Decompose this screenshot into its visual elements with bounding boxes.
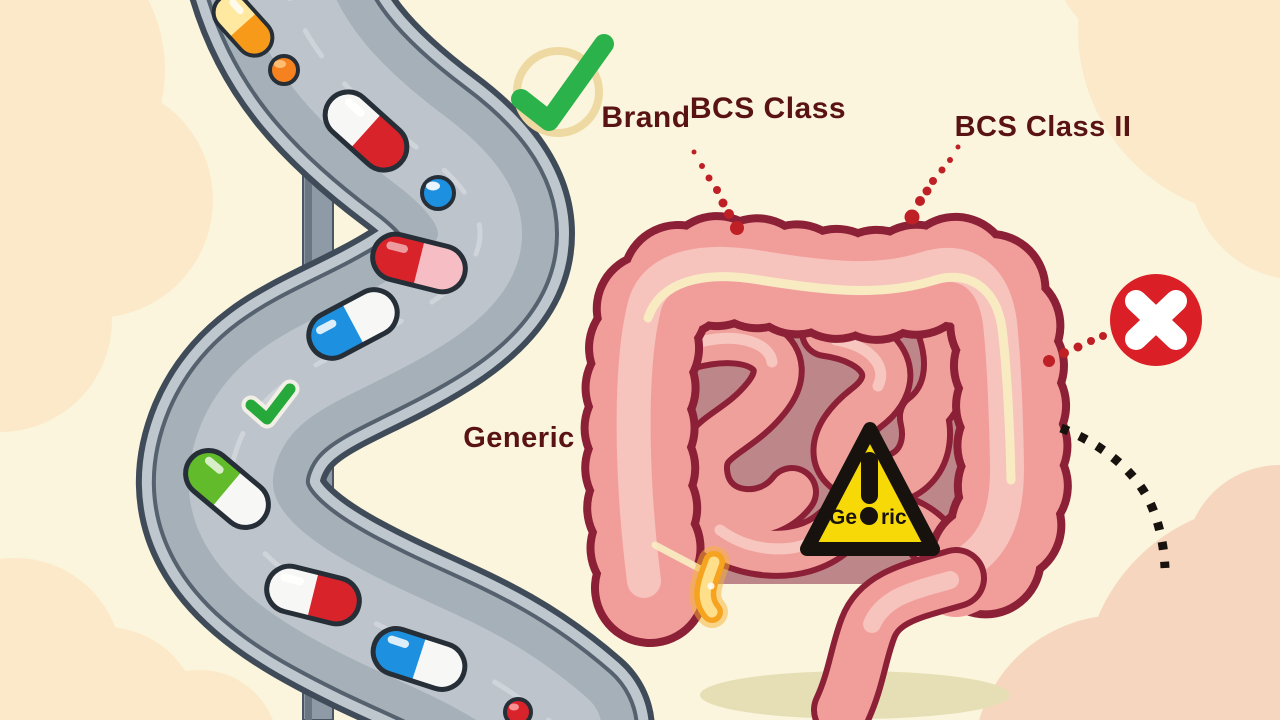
- cloud-top-left: [0, 0, 213, 432]
- intestine-illustration: [580, 211, 1073, 720]
- pill-capsule-green-white: [183, 448, 278, 537]
- rectum: [811, 547, 987, 720]
- warning-exclamation-dot: [860, 507, 878, 525]
- cloud-top-right: [1064, 0, 1280, 279]
- colon-body: [580, 211, 1073, 647]
- warning-label-right: ric: [881, 506, 907, 529]
- pill-capsule-blue-white: [306, 281, 406, 361]
- pill-capsule-yellow-orange: [211, 0, 280, 64]
- pill-round-blue: [420, 175, 456, 211]
- pill-round-orange: [268, 54, 300, 86]
- warning-exclamation-bar: [861, 452, 878, 504]
- dotted-line-cross: [1043, 332, 1107, 367]
- generic-label: Generic: [463, 422, 575, 454]
- pill-capsule-blue-white-2: [370, 626, 471, 696]
- check-icon: [511, 34, 614, 137]
- dotted-line-brand: [691, 149, 744, 235]
- pill-capsule-white-red: [322, 89, 417, 180]
- bcs-class-label: BCS Class: [690, 92, 846, 125]
- pill-capsule-red-pink: [370, 231, 471, 297]
- road-check-icon: [241, 379, 300, 429]
- dotted-line-class2: [904, 144, 961, 225]
- check-mark: [511, 34, 614, 131]
- pill-road: [135, 0, 654, 720]
- warning-label-left: Ge: [829, 506, 857, 529]
- dotted-curve-black: [1059, 423, 1170, 569]
- colon-highlight: [643, 272, 1016, 485]
- appendix-glow: [689, 546, 730, 628]
- bcs-class-2-label: BCS Class II: [955, 111, 1132, 143]
- pill-capsule-white-red-2: [264, 563, 365, 629]
- brand-label: Brand: [601, 101, 690, 134]
- pill-round-red: [503, 697, 533, 720]
- cross-icon: [1110, 274, 1202, 366]
- cloud-bottom-right: [979, 465, 1280, 720]
- cloud-bottom-left: [0, 558, 273, 720]
- warning-icon: Ge ric: [800, 422, 940, 556]
